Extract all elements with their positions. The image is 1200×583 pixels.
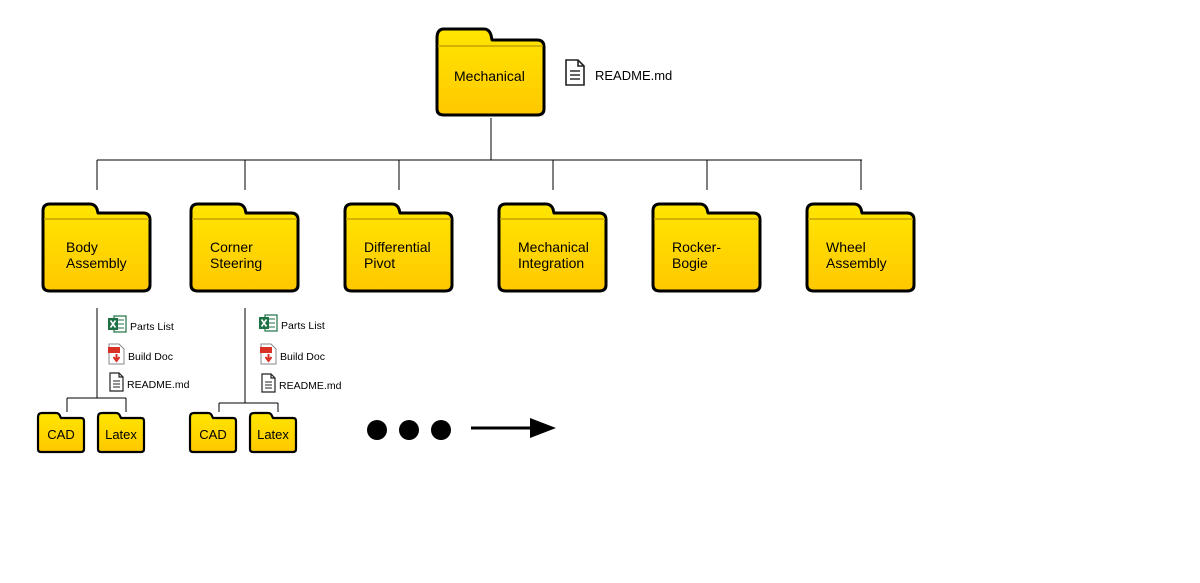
folder-label: CAD — [47, 427, 75, 442]
folder-icon — [96, 411, 146, 454]
file-name: README.md — [595, 67, 673, 83]
document-icon — [565, 59, 585, 91]
folder-body-cad[interactable]: CAD — [36, 411, 86, 454]
folder-icon — [36, 411, 86, 454]
pdf-icon — [260, 343, 277, 370]
body-build-doc-file[interactable]: Build Doc — [108, 343, 173, 370]
folder-icon — [343, 202, 454, 293]
folder-corner-latex[interactable]: Latex — [248, 411, 298, 454]
file-name: Build Doc — [128, 350, 173, 363]
folder-icon — [188, 411, 238, 454]
spreadsheet-icon — [108, 315, 127, 338]
corner-parts-list-file[interactable]: Parts List — [259, 314, 325, 337]
file-name: Build Doc — [280, 350, 325, 363]
folder-icon — [651, 202, 762, 293]
ellipsis-dot — [367, 420, 387, 440]
folder-body-latex[interactable]: Latex — [96, 411, 146, 454]
folder-icon — [189, 202, 300, 293]
ellipsis-dot — [431, 420, 451, 440]
folder-label: Latex — [105, 427, 137, 442]
document-icon — [261, 373, 276, 398]
folder-label: CAD — [199, 427, 227, 442]
folder-mechanical[interactable]: Mechanical — [434, 26, 546, 118]
body-readme-file[interactable]: README.md — [109, 372, 189, 397]
folder-corner-cad[interactable]: CAD — [188, 411, 238, 454]
file-name: README.md — [279, 379, 342, 392]
ellipsis-dot — [399, 420, 419, 440]
folder-rocker-bogie[interactable]: Rocker-Bogie — [650, 201, 762, 294]
body-parts-list-file[interactable]: Parts List — [108, 315, 174, 338]
file-name: Parts List — [281, 319, 325, 332]
document-icon — [109, 372, 124, 397]
folder-icon — [435, 27, 546, 117]
file-name: README.md — [127, 378, 190, 391]
corner-build-doc-file[interactable]: Build Doc — [260, 343, 325, 370]
folder-icon — [248, 411, 298, 454]
folder-label: Latex — [257, 427, 289, 442]
folder-icon — [805, 202, 916, 293]
spreadsheet-icon — [259, 314, 278, 337]
folder-label: Rocker-Bogie — [672, 239, 722, 271]
arrow-right-icon — [471, 418, 556, 438]
folder-icon — [497, 202, 608, 293]
root-readme-file[interactable]: README.md — [565, 59, 672, 91]
pdf-icon — [108, 343, 125, 370]
corner-readme-file[interactable]: README.md — [261, 373, 341, 398]
file-name: Parts List — [130, 320, 174, 333]
folder-icon — [41, 202, 152, 293]
folder-label: Mechanical — [454, 68, 525, 84]
